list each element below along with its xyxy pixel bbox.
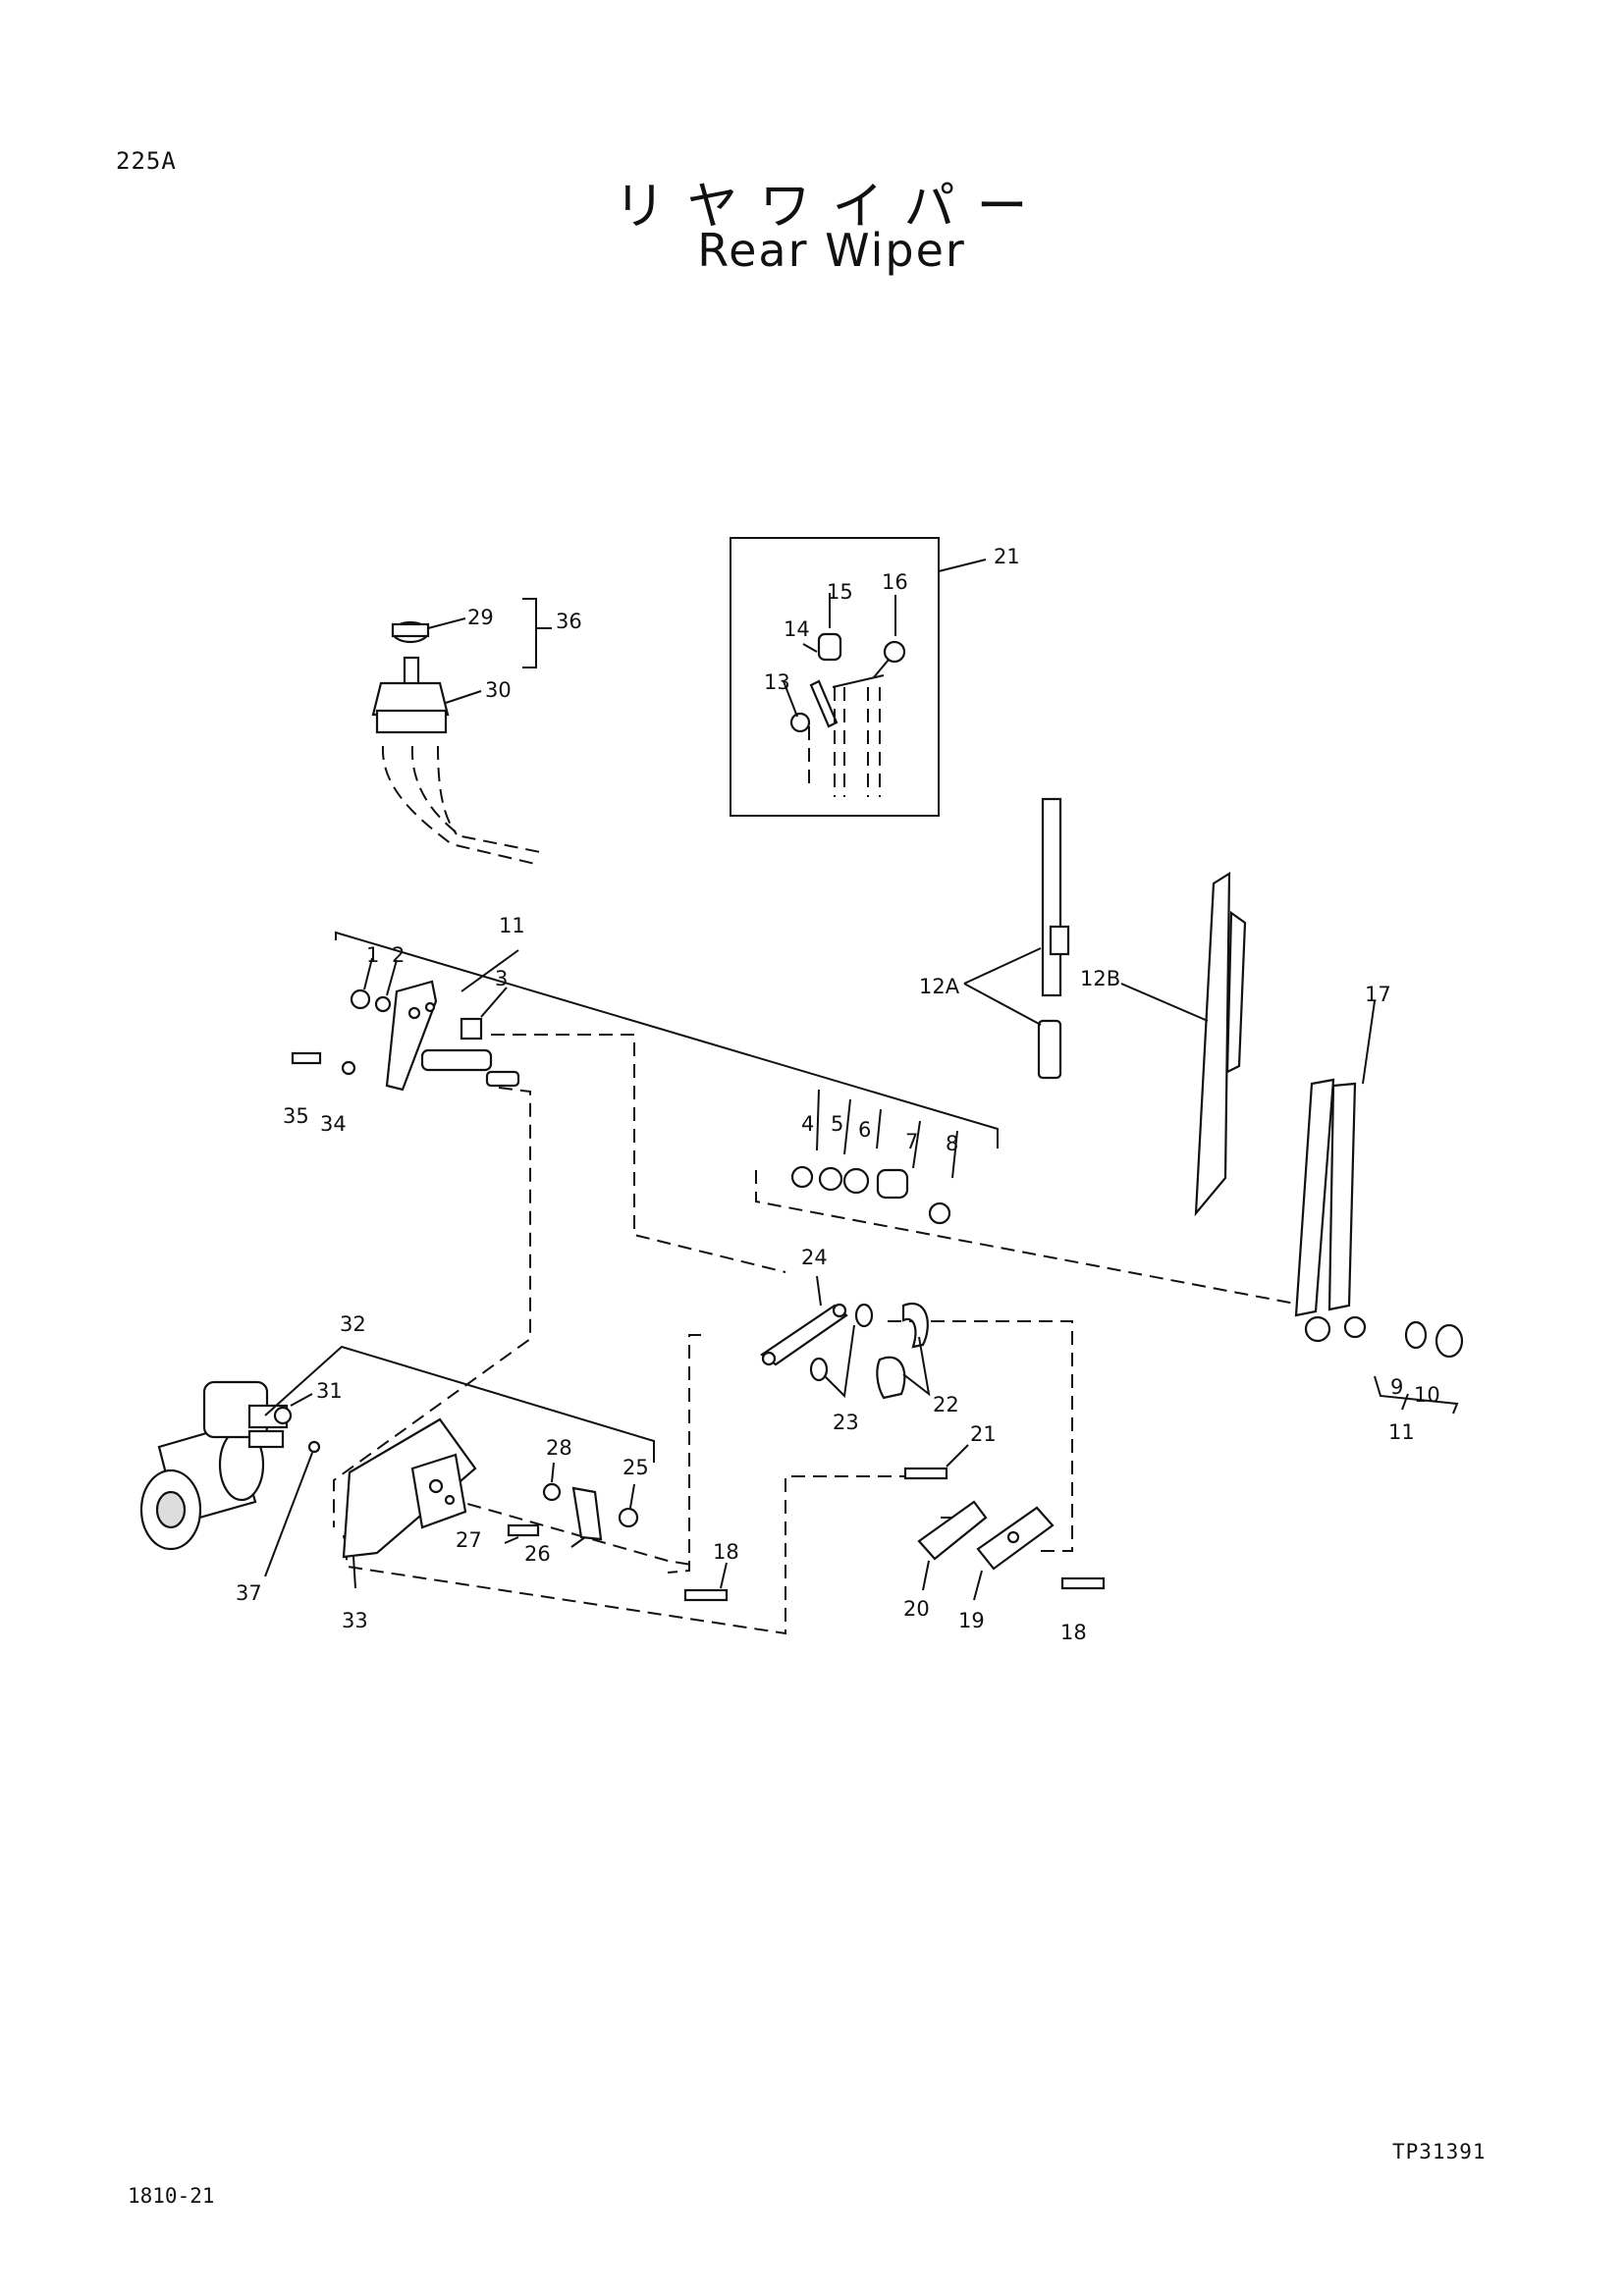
callout-11-top: 11 <box>499 914 525 937</box>
part-20 <box>917 1500 988 1561</box>
part-1 <box>350 988 371 1010</box>
callout-24: 24 <box>801 1246 828 1269</box>
part-4 <box>790 1165 814 1189</box>
blade-12A-rubber <box>1041 797 1062 997</box>
callout-34: 34 <box>320 1112 347 1136</box>
arm-17 <box>1294 1078 1464 1359</box>
callout-28: 28 <box>546 1436 572 1460</box>
callout-21-bottom: 21 <box>970 1422 997 1446</box>
callout-14: 14 <box>784 617 810 641</box>
callout-23: 23 <box>833 1411 859 1434</box>
link-24-assembly <box>760 1302 929 1400</box>
part-30-base <box>375 709 448 734</box>
title-english: Rear Wiper <box>697 224 966 277</box>
callout-35: 35 <box>283 1104 309 1128</box>
callout-20: 20 <box>903 1597 930 1621</box>
callout-31: 31 <box>316 1379 343 1403</box>
part-6 <box>842 1167 870 1195</box>
footer-right-code: TP31391 <box>1392 2140 1487 2163</box>
callout-30: 30 <box>485 678 512 702</box>
callout-15: 15 <box>827 580 853 604</box>
part-13 <box>789 712 811 733</box>
part-22b <box>876 1356 906 1400</box>
group-11-leader <box>335 931 999 1148</box>
link-plate-11 <box>291 980 520 1092</box>
part-14 <box>809 679 839 728</box>
callout-13: 13 <box>764 670 790 694</box>
title-japanese: リヤワイパー <box>614 178 1050 237</box>
callout-10: 10 <box>1414 1383 1440 1407</box>
part-8 <box>928 1201 951 1225</box>
callout-5: 5 <box>831 1112 843 1136</box>
callout-29: 29 <box>467 606 494 629</box>
callout-33: 33 <box>342 1609 368 1632</box>
callout-27: 27 <box>456 1528 482 1552</box>
part-30 <box>371 681 450 717</box>
part-16 <box>883 640 906 664</box>
part-22a <box>901 1302 929 1349</box>
callout-8: 8 <box>946 1132 958 1155</box>
detail-box-21 <box>730 537 940 817</box>
callout-18-left: 18 <box>713 1540 739 1564</box>
callout-12A: 12A <box>919 975 960 998</box>
part-9 <box>1404 1320 1428 1350</box>
blade-12B <box>1194 871 1247 1217</box>
wiper-motor <box>139 1380 321 1551</box>
callout-37: 37 <box>236 1581 262 1605</box>
blade-12A <box>1037 797 1070 1080</box>
callout-26: 26 <box>524 1542 551 1566</box>
callout-12B: 12B <box>1080 967 1120 990</box>
part-34 <box>341 1060 356 1076</box>
callout-16: 16 <box>882 570 908 594</box>
callout-19: 19 <box>958 1609 985 1632</box>
part-29 <box>391 622 430 638</box>
callout-25: 25 <box>623 1456 649 1479</box>
bracket-33 <box>342 1417 477 1559</box>
part-18-left <box>683 1588 729 1602</box>
part-37 <box>307 1440 321 1454</box>
part-18-right <box>1060 1576 1106 1590</box>
callout-3: 3 <box>495 967 508 990</box>
callout-7: 7 <box>905 1130 918 1153</box>
part-15 <box>817 632 842 662</box>
part-2 <box>374 995 392 1013</box>
callout-9: 9 <box>1390 1375 1403 1399</box>
callout-4: 4 <box>801 1112 814 1136</box>
callout-22: 22 <box>933 1393 959 1416</box>
callout-36: 36 <box>556 610 582 633</box>
callout-32: 32 <box>340 1312 366 1336</box>
part-10 <box>1435 1323 1464 1359</box>
part-7 <box>876 1168 909 1200</box>
callout-18-right: 18 <box>1060 1621 1087 1644</box>
page-id: 225A <box>116 147 177 175</box>
callout-21-top: 21 <box>994 545 1020 568</box>
callout-1: 1 <box>366 943 379 967</box>
part-28 <box>542 1482 562 1502</box>
washer-tank-assembly <box>371 620 541 865</box>
part-5 <box>818 1166 843 1192</box>
detail-parts-13-16 <box>789 632 906 797</box>
part-25 <box>618 1507 639 1528</box>
part-35 <box>291 1051 322 1065</box>
part-26 <box>571 1486 603 1541</box>
footer-left-code: 1810-21 <box>128 2184 215 2208</box>
part-27 <box>507 1523 540 1537</box>
callout-11-bottom: 11 <box>1388 1420 1415 1444</box>
part-23b <box>809 1357 829 1382</box>
part-23a <box>854 1303 874 1328</box>
callout-2: 2 <box>392 943 405 967</box>
callout-6: 6 <box>858 1118 871 1142</box>
group-32-leader <box>264 1345 655 1463</box>
callout-17: 17 <box>1365 983 1391 1006</box>
part-3 <box>460 1017 483 1041</box>
part-21-bolt <box>903 1467 948 1480</box>
